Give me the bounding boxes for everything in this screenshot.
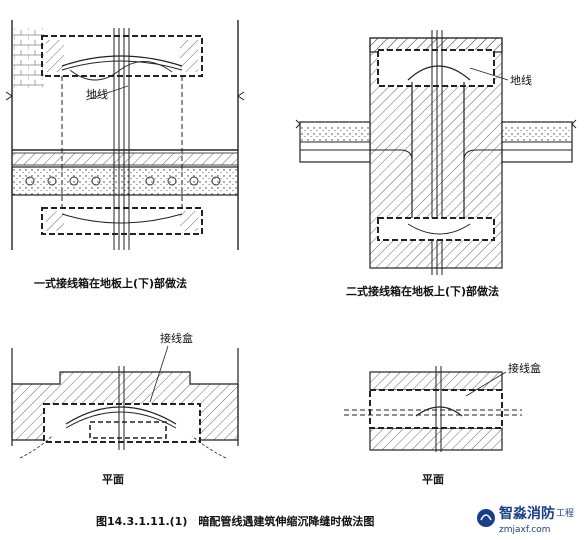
watermark-url: zmjaxf.com	[499, 525, 550, 535]
ground-wire-label: 地线	[510, 73, 532, 87]
caption-plan-right: 平面	[422, 473, 444, 486]
panel-type2-section: 地线 二式接线箱在地板上(下)部做法	[295, 30, 577, 298]
junction-box-label: 接线盒	[160, 331, 193, 345]
caption-type1: 一式接线箱在地板上(下)部做法	[34, 276, 187, 290]
lower-junction-box	[41, 207, 203, 235]
panel-plan-right: 接线盒 平面	[344, 361, 541, 486]
upper-junction-box	[377, 49, 495, 87]
junction-box-label: 接线盒	[508, 361, 541, 375]
logo-icon	[477, 509, 495, 527]
watermark-name: 智淼消防	[498, 505, 555, 522]
figure-title: 图14.3.1.11.(1) 暗配管线遇建筑伸缩沉降缝时做法图	[96, 514, 374, 528]
ground-wire-label: 地线	[86, 87, 108, 101]
panel-type1-section: 地线 一式接线箱在地板上(下)部做法	[5, 20, 245, 290]
panel-plan-left: 接线盒 平面	[11, 331, 239, 486]
upper-junction-box	[41, 35, 203, 77]
caption-plan-left: 平面	[102, 473, 124, 486]
lower-junction-box	[377, 217, 495, 241]
watermark-suffix: 工程	[556, 508, 574, 519]
caption-type2: 二式接线箱在地板上(下)部做法	[346, 284, 499, 298]
watermark-logo: 智淼消防 工程 zmjaxf.com	[477, 505, 574, 535]
